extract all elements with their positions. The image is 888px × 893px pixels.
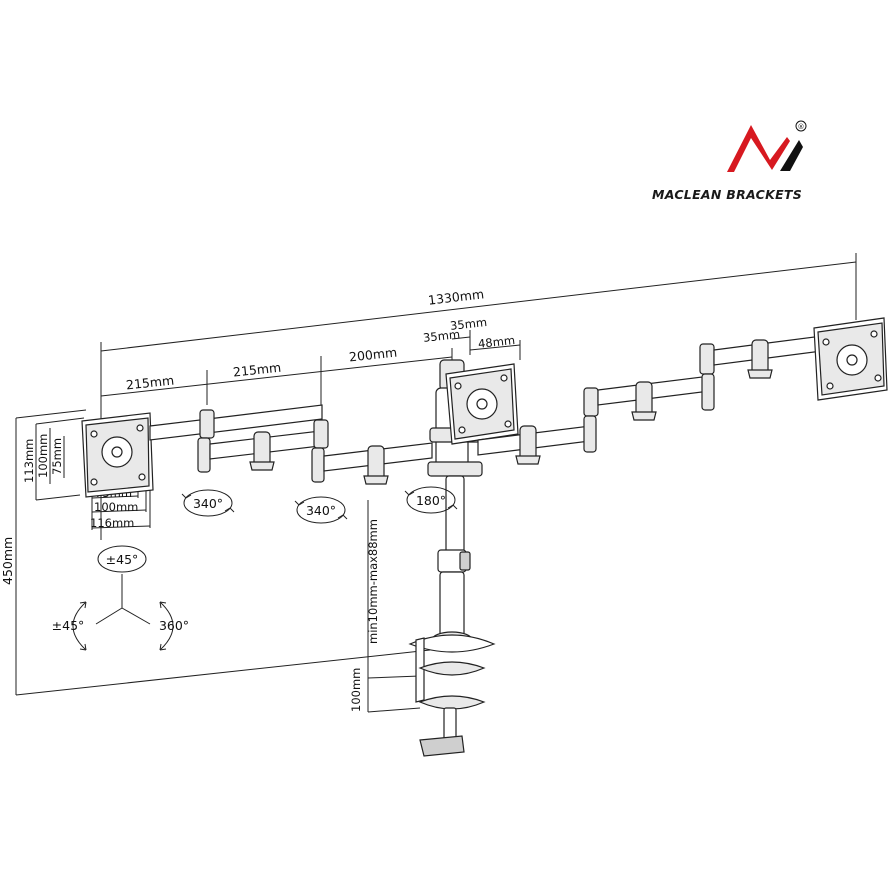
dim-clamp-range: min10mm-max88mm bbox=[366, 519, 380, 644]
rotation-arm-left: 340° bbox=[181, 489, 235, 517]
dim-total-width: 1330mm bbox=[427, 286, 485, 307]
dim-arm-2: 215mm bbox=[232, 360, 282, 380]
rotation-pole: 180° bbox=[404, 486, 458, 514]
rotation-badges: 340° 340° 180° ±45° ±45° 360° bbox=[52, 486, 458, 651]
dim-vesa-v-75: 75mm bbox=[50, 438, 64, 475]
dim-vesa-h-100: 100mm bbox=[94, 500, 138, 514]
rotation-arm-mid-label: 340° bbox=[306, 503, 336, 518]
logo-m-black bbox=[780, 140, 803, 171]
rotation-arm-mid: 340° bbox=[294, 496, 348, 524]
dim-vesa-h-116: 116mm bbox=[90, 516, 134, 530]
desk-clamp bbox=[415, 637, 486, 757]
rotation-swivel: ±45° bbox=[52, 601, 87, 651]
rotation-rotate-label: 360° bbox=[159, 618, 189, 633]
registered-mark-circle bbox=[795, 120, 807, 132]
dim-arm-1: 215mm bbox=[125, 373, 175, 393]
rotation-tilt-label: ±45° bbox=[106, 552, 139, 567]
dim-vesa-v-100: 100mm bbox=[36, 434, 50, 478]
dim-pole-offset-mid: 35mm bbox=[422, 327, 460, 345]
rotation-swivel-label: ±45° bbox=[52, 618, 85, 633]
brand-name: MACLEAN BRACKETS bbox=[652, 187, 802, 202]
dim-clamp-depth: 100mm bbox=[349, 668, 363, 712]
rotation-tilt: ±45° bbox=[97, 545, 147, 573]
rotation-rotate: 360° bbox=[159, 601, 189, 651]
rotation-arm-left-label: 340° bbox=[193, 496, 223, 511]
logo-m-red bbox=[727, 125, 790, 172]
dim-height-total: 450mm bbox=[0, 537, 15, 585]
rotation-pole-label: 180° bbox=[416, 493, 446, 508]
center-vesa-plate bbox=[445, 363, 519, 445]
right-arm bbox=[477, 335, 823, 465]
dim-pole-offset-top: 35mm bbox=[449, 315, 487, 333]
rotation-axes bbox=[95, 574, 151, 625]
left-arm bbox=[149, 404, 433, 485]
right-vesa-plate bbox=[813, 317, 888, 401]
registered-mark: ® bbox=[798, 123, 805, 131]
maclean-logo: ® MACLEAN BRACKETS bbox=[652, 120, 807, 202]
left-vesa-plate bbox=[81, 412, 154, 498]
dim-vesa-v-113: 113mm bbox=[22, 439, 36, 483]
dim-arm-3: 200mm bbox=[348, 345, 398, 365]
dim-plate-depth: 48mm bbox=[477, 333, 515, 351]
